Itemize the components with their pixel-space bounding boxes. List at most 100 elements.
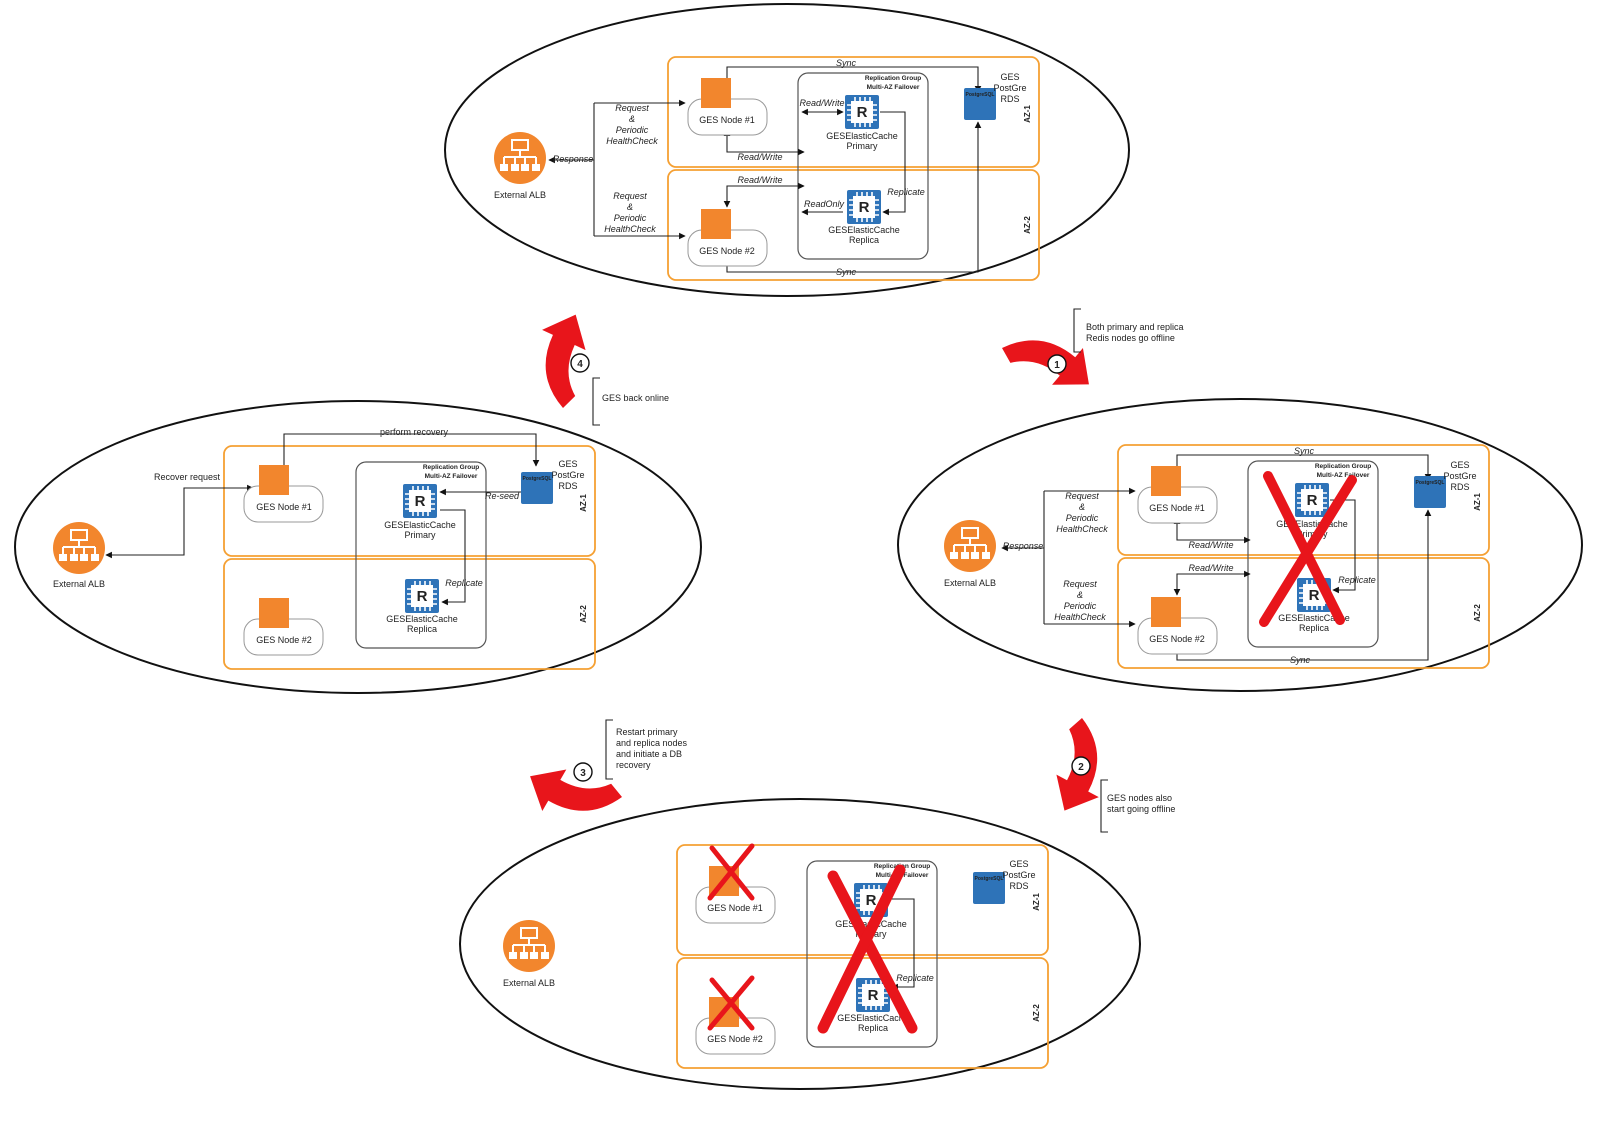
right-req1-l1: Request bbox=[1065, 491, 1099, 501]
bottom-az2-label: AZ-2 bbox=[1032, 1004, 1041, 1022]
left-node2-icon bbox=[259, 598, 289, 628]
right-req2-l1: Request bbox=[1063, 579, 1097, 589]
bottom-diagram: AZ-1 AZ-2 Replication Group Multi-AZ Fai… bbox=[459, 798, 1141, 1090]
left-db-l2: PostGre bbox=[551, 470, 584, 480]
right-rw-node2: Read/Write bbox=[1188, 563, 1233, 573]
right-req2-l2: & bbox=[1077, 590, 1083, 600]
top-request-1: Request & Periodic HealthCheck bbox=[606, 103, 658, 146]
top-rw-node1: Read/Write bbox=[737, 152, 782, 162]
step-4-bracket bbox=[592, 377, 600, 426]
top-response: Response bbox=[553, 154, 594, 164]
bottom-replication-group bbox=[806, 860, 938, 1048]
left-primary-title: GESElasticCache bbox=[384, 520, 456, 530]
right-replicate: Replicate bbox=[1338, 575, 1376, 585]
top-db-l3: RDS bbox=[1000, 94, 1019, 104]
top-postgres-icon bbox=[964, 88, 996, 120]
left-rg-line1: Replication Group bbox=[423, 464, 479, 471]
right-req1-l4: HealthCheck bbox=[1056, 524, 1108, 534]
top-alb-label: External ALB bbox=[494, 190, 546, 200]
step-3-bracket bbox=[605, 719, 613, 780]
right-primary-title: GESElasticCache bbox=[1276, 519, 1348, 529]
top-readonly: ReadOnly bbox=[804, 199, 845, 209]
left-replica-title: GESElasticCache bbox=[386, 614, 458, 624]
left-db-l1: GES bbox=[558, 459, 577, 469]
top-diagram: AZ-1 AZ-2 Replication Group Multi-AZ Fai… bbox=[444, 3, 1130, 297]
bottom-replica-role: Replica bbox=[858, 1023, 888, 1033]
right-ellipse bbox=[897, 398, 1583, 692]
left-postgres-icon bbox=[521, 472, 553, 504]
right-rg-line1: Replication Group bbox=[1315, 463, 1371, 470]
bottom-primary-r: R bbox=[866, 892, 877, 909]
right-az1-label: AZ-1 bbox=[1473, 493, 1482, 511]
right-node2-icon bbox=[1151, 597, 1181, 627]
bottom-db-l1: GES bbox=[1009, 859, 1028, 869]
right-db-l1: GES bbox=[1450, 460, 1469, 470]
bottom-node1-label: GES Node #1 bbox=[707, 903, 763, 913]
top-ellipse bbox=[444, 3, 1130, 297]
step-2: 2 GES nodes also start going offline bbox=[1034, 715, 1175, 833]
step-3-badge bbox=[573, 762, 593, 782]
step-3-note-l2: and replica nodes bbox=[616, 738, 688, 748]
step-2-bracket bbox=[1100, 779, 1108, 833]
bottom-node1-fail-x-icon bbox=[707, 843, 755, 901]
top-az1-label: AZ-1 bbox=[1023, 105, 1032, 123]
bottom-db-l2: PostGre bbox=[1002, 870, 1035, 880]
right-replica-r: R bbox=[1309, 587, 1320, 604]
top-alb-icon bbox=[493, 131, 547, 185]
right-postgres-text: PostgreSQL bbox=[1416, 480, 1445, 486]
top-primary-r: R bbox=[857, 104, 868, 121]
step-2-badge bbox=[1071, 756, 1091, 776]
bottom-node2-fail-x-icon bbox=[707, 975, 755, 1031]
left-replicate: Replicate bbox=[445, 578, 483, 588]
left-reseed: Re-seed bbox=[485, 491, 520, 501]
left-alb-label: External ALB bbox=[53, 579, 105, 589]
right-sync-bottom: Sync bbox=[1290, 655, 1311, 665]
top-rw-node2: Read/Write bbox=[737, 175, 782, 185]
right-redis-fail-x-icon bbox=[1259, 471, 1357, 627]
top-node1-label: GES Node #1 bbox=[699, 115, 755, 125]
left-replication-group bbox=[355, 461, 487, 649]
left-node2-label: GES Node #2 bbox=[256, 635, 312, 645]
bottom-ellipse bbox=[459, 798, 1141, 1090]
right-req2-l4: HealthCheck bbox=[1054, 612, 1106, 622]
top-req1-l4: HealthCheck bbox=[606, 136, 658, 146]
step-1-num: 1 bbox=[1054, 360, 1060, 371]
step-1-badge bbox=[1047, 354, 1067, 374]
bottom-postgres-icon bbox=[973, 872, 1005, 904]
left-az1-box bbox=[223, 445, 596, 557]
bottom-postgres-text: PostgreSQL bbox=[975, 876, 1004, 882]
step-2-note-l2: start going offline bbox=[1107, 804, 1175, 814]
step-2-num: 2 bbox=[1078, 762, 1084, 773]
top-req1-l1: Request bbox=[615, 103, 649, 113]
left-az1-label: AZ-1 bbox=[579, 494, 588, 512]
step-4: 4 GES back online bbox=[515, 304, 669, 426]
left-primary-role: Primary bbox=[405, 530, 436, 540]
top-req2-l1: Request bbox=[613, 191, 647, 201]
step-3-note-l1: Restart primary bbox=[616, 727, 678, 737]
top-az2-box bbox=[667, 169, 1040, 281]
right-rg-line2: Multi-AZ Failover bbox=[1317, 472, 1370, 479]
step-1-note-l2: Redis nodes go offline bbox=[1086, 333, 1175, 343]
top-replication-group bbox=[797, 72, 929, 260]
top-req1-l2: & bbox=[629, 114, 635, 124]
left-postgres-text: PostgreSQL bbox=[523, 476, 552, 482]
step-4-num: 4 bbox=[577, 359, 583, 370]
step-1: 1 Both primary and replica Redis nodes g… bbox=[998, 308, 1184, 411]
top-rg-line1: Replication Group bbox=[865, 75, 921, 82]
left-alb-icon bbox=[52, 521, 106, 575]
bottom-az1-label: AZ-1 bbox=[1032, 893, 1041, 911]
top-req2-l3: Periodic bbox=[614, 213, 647, 223]
right-node1-icon bbox=[1151, 466, 1181, 496]
step-4-badge bbox=[570, 353, 590, 373]
right-db-l2: PostGre bbox=[1443, 471, 1476, 481]
right-alb-icon bbox=[943, 519, 997, 573]
left-diagram: AZ-1 AZ-2 Replication Group Multi-AZ Fai… bbox=[14, 400, 702, 694]
step-2-note-l1: GES nodes also bbox=[1107, 793, 1172, 803]
top-db-l2: PostGre bbox=[993, 83, 1026, 93]
step-3-note-l4: recovery bbox=[616, 760, 651, 770]
top-az1-box bbox=[667, 56, 1040, 168]
right-primary-role: Primary bbox=[1297, 529, 1328, 539]
right-primary-r: R bbox=[1307, 492, 1318, 509]
right-response: Response bbox=[1003, 541, 1044, 551]
